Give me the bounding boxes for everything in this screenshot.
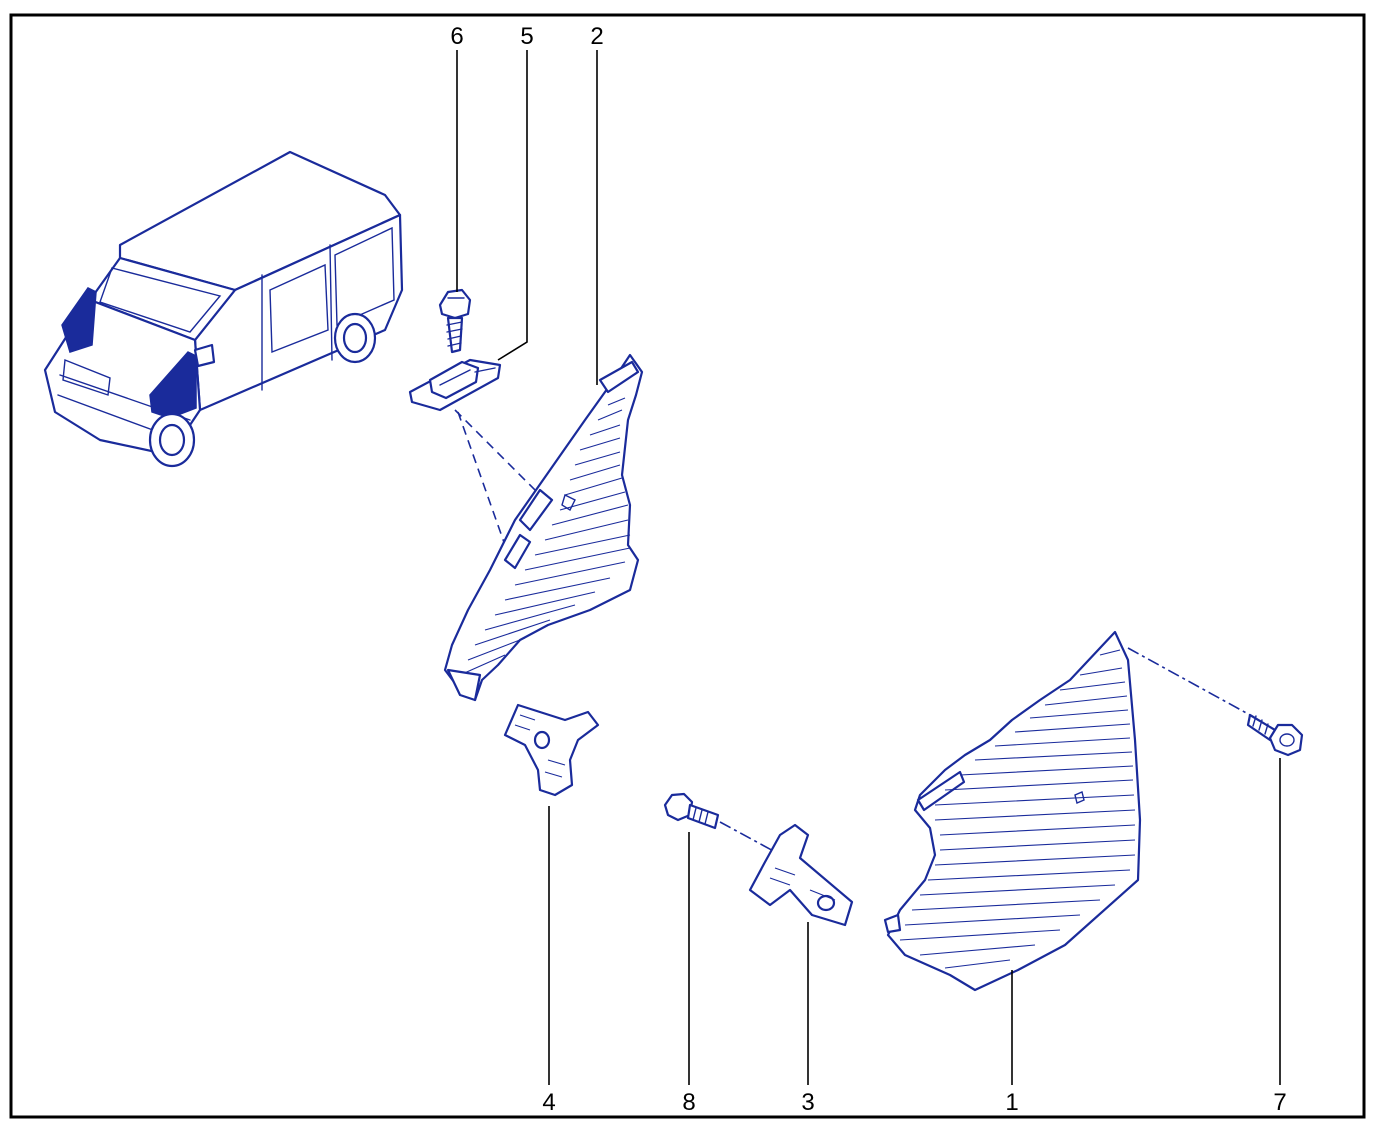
assembly-line-8 — [719, 821, 791, 861]
diagram-frame — [9, 13, 1366, 1119]
callout-3: 3 — [801, 1089, 814, 1116]
assembly-line-5b — [457, 411, 513, 566]
callout-1: 1 — [1005, 1089, 1018, 1116]
assembly-line-7 — [1127, 647, 1251, 716]
part-3-lower-bracket — [748, 823, 854, 927]
part-5-clip-plate — [408, 358, 502, 412]
part-1-front-wing — [883, 630, 1142, 992]
assembly-line-5a — [454, 409, 546, 501]
van-right-wing-highlight — [149, 351, 197, 419]
callout-8: 8 — [682, 1089, 695, 1116]
callout-7: 7 — [1273, 1089, 1286, 1116]
callout-5: 5 — [520, 23, 533, 50]
part-6-screw — [438, 288, 472, 354]
callout-6: 6 — [450, 23, 463, 50]
callout-4: 4 — [542, 1089, 555, 1116]
leader-5 — [497, 50, 528, 361]
part-7-screw — [1246, 713, 1304, 757]
part-8-bolt — [663, 792, 720, 830]
van-locator-illustration — [43, 150, 404, 468]
part-2-wing-inner-panel — [443, 353, 644, 702]
van-left-wing-highlight — [61, 287, 97, 353]
part-4-support-bracket — [503, 703, 600, 797]
callout-2: 2 — [590, 23, 603, 50]
